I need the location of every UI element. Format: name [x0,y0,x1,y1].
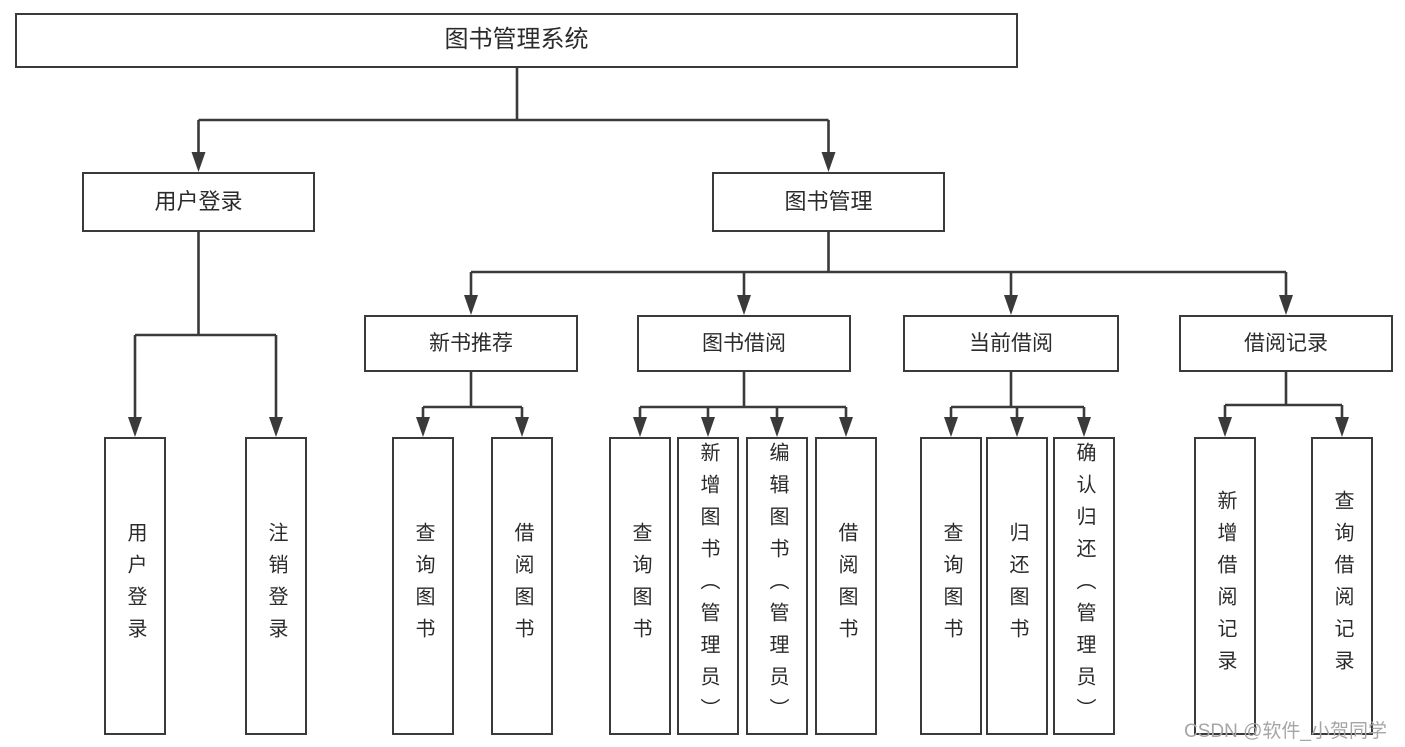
arrowhead [1218,417,1232,437]
node-book-borrow: 图书借阅 [637,315,851,372]
node-label: 当前借阅 [969,331,1053,355]
leaf-add-book-admin: 新增图书（管理员） [677,437,739,735]
node-library-system: 图书管理系统 [15,13,1018,68]
leaf-confirm-return-admin: 确认归还（管理员） [1053,437,1115,735]
leaf-query-books-current: 查询图书 [920,437,982,735]
arrowheads [128,152,1349,437]
arrowhead [1279,295,1293,315]
arrowhead [191,152,206,172]
node-label: 借阅图书 [835,522,857,650]
arrowhead [770,417,784,437]
node-label: 图书管理 [784,188,873,214]
leaf-logout: 注销登录 [245,437,307,735]
arrowhead [1077,417,1091,437]
connector-book-management-children [469,232,1288,299]
connector-new-book-recommend-children [421,372,524,421]
connector-user-login-children [133,232,278,421]
leaf-add-borrow-record: 新增借阅记录 [1194,437,1256,735]
connector-root-children [197,68,830,156]
arrowhead [416,417,430,437]
connector-edges [133,68,1344,421]
leaf-query-borrow-record: 查询借阅记录 [1311,437,1373,735]
node-label: 归还图书 [1006,522,1028,650]
connector-borrow-records-children [1223,372,1344,421]
leaf-edit-book-admin: 编辑图书（管理员） [746,437,808,735]
leaf-borrow-books: 借阅图书 [815,437,877,735]
arrowhead [839,417,853,437]
arrowhead [944,417,958,437]
node-current-borrow: 当前借阅 [903,315,1119,372]
node-label: 图书管理系统 [444,26,589,54]
arrowhead [128,417,142,437]
node-label: 查询借阅记录 [1331,490,1353,682]
arrowhead [701,417,715,437]
connector-book-borrow-children [638,372,848,421]
node-label: 查询图书 [629,522,651,650]
leaf-user-login: 用户登录 [104,437,166,735]
arrowhead [821,152,836,172]
arrowhead [1010,417,1024,437]
node-label: 注销登录 [265,522,287,650]
arrowhead [269,417,283,437]
node-label: 新书推荐 [429,331,513,355]
node-label: 查询图书 [940,522,962,650]
arrowhead [464,295,478,315]
node-new-book-recommend: 新书推荐 [364,315,578,372]
leaf-borrow-books-recommend: 借阅图书 [491,437,553,735]
connector-current-borrow-children [949,372,1086,421]
node-label: 用户登录 [124,522,146,650]
watermark: CSDN @软件_小贺同学 [1184,721,1387,742]
arrowhead [737,295,751,315]
node-book-management: 图书管理 [712,172,945,232]
node-label: 借阅图书 [511,522,533,650]
node-user-login: 用户登录 [82,172,315,232]
node-label: 用户登录 [154,188,243,214]
leaf-query-books-recommend: 查询图书 [392,437,454,735]
arrowhead [633,417,647,437]
node-label: 借阅记录 [1244,331,1328,355]
arrowhead [515,417,529,437]
node-label: 图书借阅 [702,331,786,355]
leaf-return-books: 归还图书 [986,437,1048,735]
node-label: 新增图书（管理员） [697,442,719,730]
node-label: 编辑图书（管理员） [766,442,788,730]
node-label: 查询图书 [412,522,434,650]
leaf-query-books-borrow: 查询图书 [609,437,671,735]
node-borrow-records: 借阅记录 [1179,315,1393,372]
node-label: 新增借阅记录 [1214,490,1236,682]
arrowhead [1004,295,1018,315]
node-label: 确认归还（管理员） [1073,442,1095,730]
arrowhead [1335,417,1349,437]
